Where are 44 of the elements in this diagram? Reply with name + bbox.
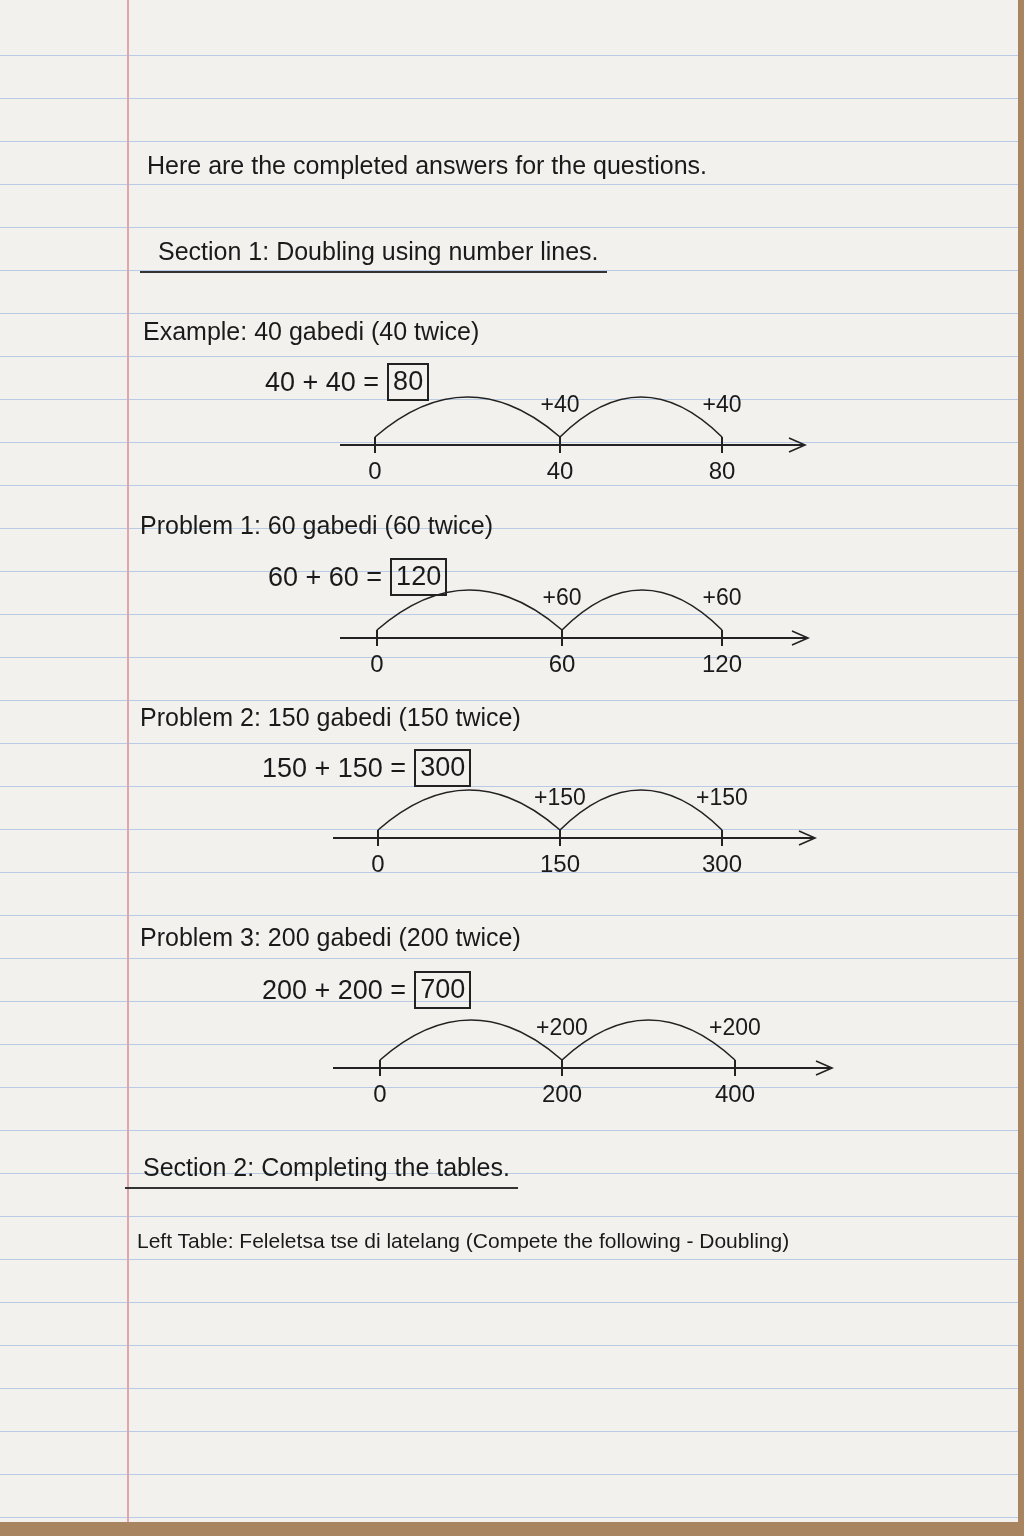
jump-arc [559,396,723,438]
equation-text: 150 + 150 = [262,752,407,785]
problem-heading: Example: 40 gabedi (40 twice) [143,316,480,347]
edge-label: +40 [702,393,742,416]
edge-label: +40 [540,393,580,416]
problem-heading: Problem 2: 150 gabedi (150 twice) [140,702,521,733]
edge-label: +200 [709,1016,761,1039]
answer-box: 120 [390,558,448,597]
tick-label: 200 [541,1082,582,1106]
tick-label: 0 [371,852,385,876]
jump-arc [559,789,723,831]
note-text: Left Table: Feleletsa tse di latelang (Compete the following - Doubling) [137,1228,790,1254]
tick-label: 60 [548,652,576,676]
edge-label: +150 [696,786,748,809]
jump-arc [374,396,561,438]
jump-arc [561,1019,736,1061]
tick-label: 0 [368,459,382,483]
tick-label: 400 [714,1082,755,1106]
equation-text: 60 + 60 = [268,561,383,594]
tick-label: 0 [370,652,384,676]
tick-label: 150 [539,852,580,876]
section-heading: Section 1: Doubling using number lines. [140,236,607,274]
answer-box: 300 [414,749,472,788]
jump-arc [377,789,561,831]
edge-label: +200 [536,1016,588,1039]
equation-text: 200 + 200 = [262,974,407,1007]
jump-arc [379,1019,563,1061]
jump-arc [376,589,563,631]
section-heading: Section 2: Completing the tables. [125,1152,518,1190]
tick-label: 80 [708,459,736,483]
tick-label: 0 [373,1082,387,1106]
answer-box: 700 [414,971,472,1010]
problem-heading: Problem 1: 60 gabedi (60 twice) [140,510,493,541]
tick-label: 40 [546,459,574,483]
tick-label: 300 [701,852,742,876]
tick-label: 120 [701,652,742,676]
edge-label: +60 [542,586,582,609]
edge-label: +150 [534,786,586,809]
jump-arc [561,589,723,631]
problem-heading: Problem 3: 200 gabedi (200 twice) [140,922,521,953]
edge-label: +60 [702,586,742,609]
note-text: Here are the completed answers for the questions. [147,150,708,181]
equation-text: 40 + 40 = [265,366,380,399]
answer-box: 80 [387,363,430,402]
